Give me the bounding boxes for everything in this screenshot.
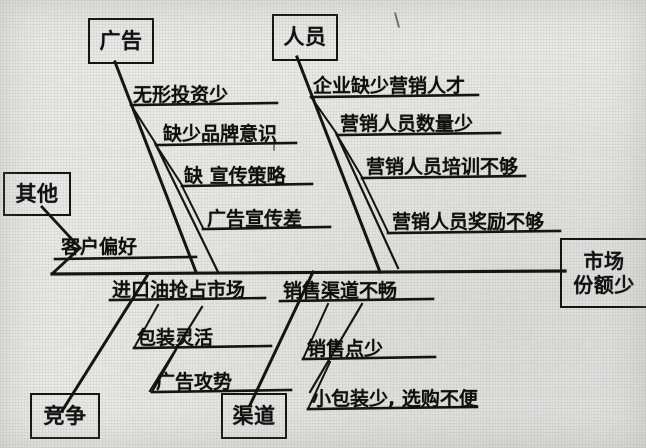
subbone-competition-2-tick — [132, 303, 160, 350]
subbone-competition-3-tick — [150, 348, 178, 394]
subbone-personnel-2 — [335, 131, 502, 137]
cause-label-competition-3: 广告攻势 — [156, 371, 233, 393]
category-label-other: 其他 — [15, 181, 59, 206]
category-label-competition: 竞争 — [43, 403, 87, 428]
subbone-personnel-4 — [386, 229, 562, 235]
cause-label-personnel-3: 营销人员培训不够 — [366, 156, 519, 178]
subbone-advertising-1 — [129, 101, 279, 107]
cause-label-channel-3: 小包装少, 选购不便 — [312, 388, 478, 410]
subbone-advertising-4 — [201, 225, 332, 231]
cause-label-channel-2: 销售点少 — [307, 338, 384, 360]
subbone-other-1 — [53, 255, 198, 261]
subbone-personnel-3-tick — [360, 176, 390, 234]
bone-personnel-inner — [334, 131, 400, 270]
effect-label-line1: 市场 — [583, 248, 625, 273]
category-box-personnel[interactable]: 人员 — [272, 14, 338, 61]
effect-label-line2: 份额少 — [573, 272, 635, 297]
cause-label-other-1: 客户偏好 — [61, 236, 138, 258]
cause-label-personnel-4: 营销人员奖励不够 — [392, 211, 545, 233]
subbone-personnel-2-tick — [335, 133, 364, 179]
subbone-advertising-3-tick — [180, 184, 205, 230]
subbone-channel-2 — [301, 355, 437, 361]
bone-other — [40, 205, 82, 250]
category-box-other[interactable]: 其他 — [3, 172, 71, 216]
subbone-personnel-1-tick — [309, 95, 339, 136]
subbone-channel-2-tick — [301, 302, 330, 361]
cause-label-advertising-1: 无形投资少 — [133, 84, 229, 106]
subbone-competition-2 — [132, 344, 273, 350]
cause-label-advertising-3: 缺 宣传策略 — [184, 165, 286, 187]
subbone-channel-3-tick — [306, 360, 332, 411]
cause-label-competition-1: 进口油抢占市场 — [112, 279, 246, 301]
subbone-channel-3 — [306, 405, 479, 411]
subbone-competition-3 — [150, 388, 293, 394]
category-box-competition[interactable]: 竞争 — [30, 393, 100, 439]
category-label-personnel: 人员 — [283, 25, 327, 50]
subbone-advertising-2-tick — [154, 143, 184, 187]
category-label-advertising: 广告 — [99, 28, 143, 53]
bone-channel — [248, 270, 315, 407]
subbone-personnel-3 — [360, 174, 527, 180]
subbone-advertising-3 — [180, 182, 314, 188]
cause-label-competition-2: 包装灵活 — [137, 327, 214, 349]
cause-label-personnel-1: 企业缺少营销人才 — [313, 75, 466, 97]
category-label-channel: 渠道 — [232, 403, 276, 428]
subbone-advertising-1-tick — [129, 103, 158, 146]
cause-label-channel-1: 销售渠道不畅 — [283, 280, 398, 302]
bone-advertising — [113, 60, 198, 274]
subbone-channel-1 — [278, 297, 435, 303]
subbone-advertising-2 — [154, 141, 298, 147]
category-box-channel[interactable]: 渠道 — [221, 393, 287, 439]
bone-personnel — [295, 55, 382, 274]
subbone-competition-1 — [108, 296, 267, 302]
cause-label-advertising-4: 广告宣传差 — [207, 208, 303, 230]
effect-box[interactable]: 市场 份额少 — [560, 238, 646, 308]
cause-label-advertising-2: 缺少品牌意识 — [163, 123, 278, 145]
spine-line — [50, 269, 567, 276]
subbone-personnel-1 — [309, 93, 480, 99]
category-box-advertising[interactable]: 广告 — [88, 18, 154, 64]
cause-label-personnel-2: 营销人员数量少 — [340, 113, 474, 135]
bone-channel-inner — [308, 302, 364, 394]
bone-advertising-inner — [153, 141, 220, 274]
bone-other-tail — [51, 246, 82, 275]
